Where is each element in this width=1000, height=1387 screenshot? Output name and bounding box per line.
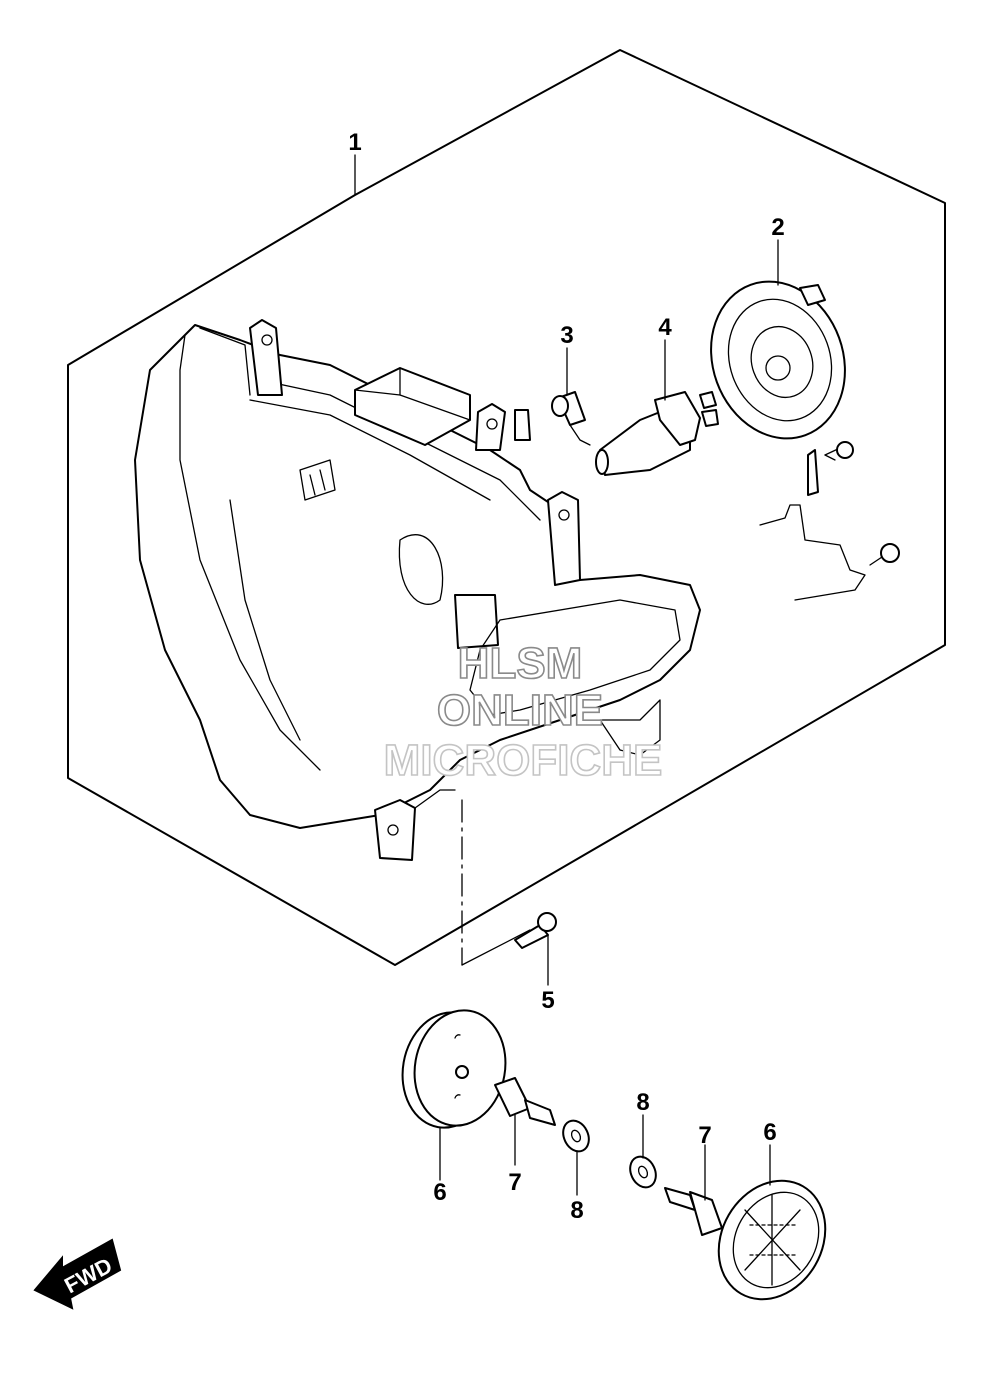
headlamp-housing	[134, 319, 701, 966]
part-label-2: 2	[771, 214, 784, 241]
reflector-left	[401, 1009, 507, 1129]
watermark-line-2: ONLINE	[437, 686, 603, 735]
part-label-3: 3	[560, 322, 573, 349]
watermark-line-3: MICROFICHE	[384, 736, 663, 785]
part-label-8-right: 8	[636, 1089, 649, 1116]
mounting-screw	[514, 912, 557, 949]
assembly-outline	[67, 49, 946, 966]
spring-screw	[869, 543, 900, 566]
part-label-1: 1	[348, 129, 361, 156]
washer-right	[629, 1155, 657, 1189]
part-label-5: 5	[541, 987, 554, 1014]
watermark-line-1: HLSM	[458, 639, 583, 688]
part-label-7-left: 7	[508, 1169, 521, 1196]
collar-stud-left	[494, 1077, 556, 1126]
part-label-6-right: 6	[763, 1119, 776, 1146]
washer-left	[562, 1119, 590, 1153]
fwd-arrow-icon: FWD	[33, 1238, 122, 1310]
part-label-4: 4	[658, 314, 672, 341]
retaining-spring	[759, 504, 866, 601]
leader-lines	[354, 154, 779, 1201]
socket-screw	[824, 441, 854, 461]
socket-bracket	[807, 449, 819, 496]
part-label-6-left: 6	[433, 1179, 446, 1206]
bulb-holder-clip	[551, 391, 591, 446]
headlamp-bulb	[595, 391, 719, 476]
reflector-right	[717, 1179, 827, 1301]
watermark: HLSM ONLINE MICROFICHE	[383, 638, 663, 786]
socket-cover	[710, 280, 846, 440]
part-label-8-left: 8	[570, 1197, 583, 1224]
part-label-7-right: 7	[698, 1122, 711, 1149]
collar-stud-right	[664, 1187, 723, 1236]
